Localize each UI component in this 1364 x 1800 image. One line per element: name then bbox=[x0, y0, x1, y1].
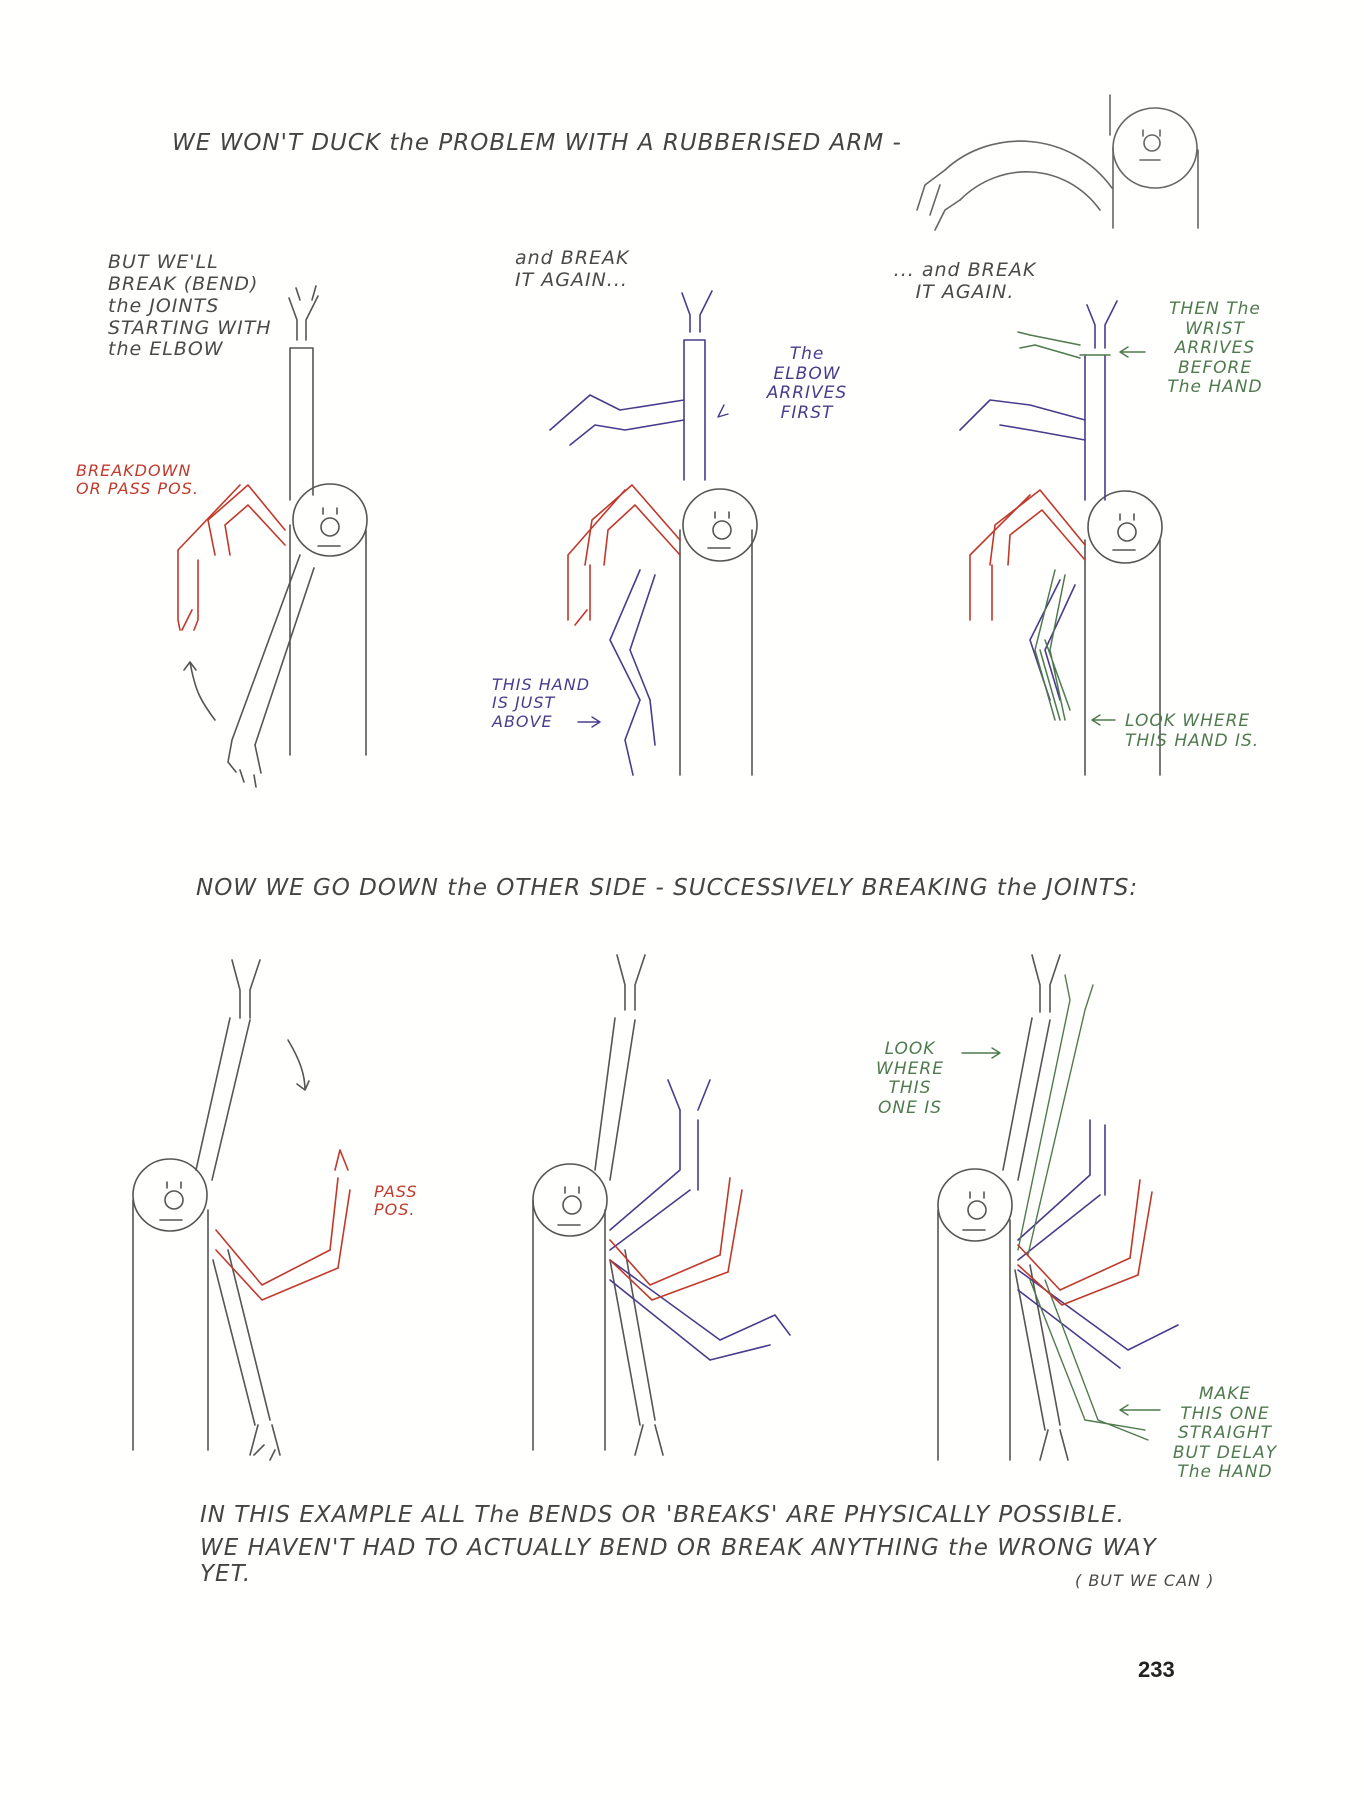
figure-panel-3 bbox=[959, 300, 1163, 776]
panel-6-look-note: LOOK WHERE THIS ONE IS bbox=[876, 1039, 944, 1118]
panel-3-wrist-note: THEN The WRIST ARRIVES BEFORE The HAND bbox=[1167, 299, 1263, 398]
panel-3-look-note: LOOK WHERE THIS HAND IS. bbox=[1125, 711, 1260, 751]
panel-6-make-note: MAKE THIS ONE STRAIGHT BUT DELAY The HAN… bbox=[1172, 1384, 1278, 1483]
panel-3-caption: ... and BREAK IT AGAIN. bbox=[893, 259, 1037, 303]
footer-line-2: WE HAVEN'T HAD TO ACTUALLY BEND OR BREAK… bbox=[200, 1535, 1157, 1588]
rubber-arm-sketch bbox=[916, 94, 1199, 231]
figure-panel-2 bbox=[549, 290, 758, 776]
figure-panel-6 bbox=[937, 954, 1179, 1461]
panel-2-caption: and BREAK IT AGAIN... bbox=[515, 247, 630, 291]
footer-aside: ( BUT WE CAN ) bbox=[1075, 1571, 1215, 1590]
figure-panel-1 bbox=[177, 285, 368, 788]
intro-heading: WE WON'T DUCK the PROBLEM WITH A RUBBERI… bbox=[172, 130, 902, 156]
figure-panel-4 bbox=[132, 959, 351, 1461]
panel-2-elbow-note: The ELBOW ARRIVES FIRST bbox=[766, 344, 848, 423]
figure-panel-5 bbox=[532, 954, 791, 1456]
footer-line-1: IN THIS EXAMPLE ALL The BENDS OR 'BREAKS… bbox=[200, 1502, 1125, 1528]
middle-heading: NOW WE GO DOWN the OTHER SIDE - SUCCESSI… bbox=[196, 875, 1139, 901]
panel-2-hand-note: THIS HAND IS JUST ABOVE bbox=[492, 675, 591, 731]
page-number: 233 bbox=[1138, 1657, 1175, 1682]
panel-4-pass-label: PASS POS. bbox=[374, 1182, 418, 1220]
panel-1-caption: BUT WE'LL BREAK (BEND) the JOINTS STARTI… bbox=[108, 251, 272, 361]
panel-1-breakdown-label: BREAKDOWN OR PASS POS. bbox=[76, 461, 199, 499]
